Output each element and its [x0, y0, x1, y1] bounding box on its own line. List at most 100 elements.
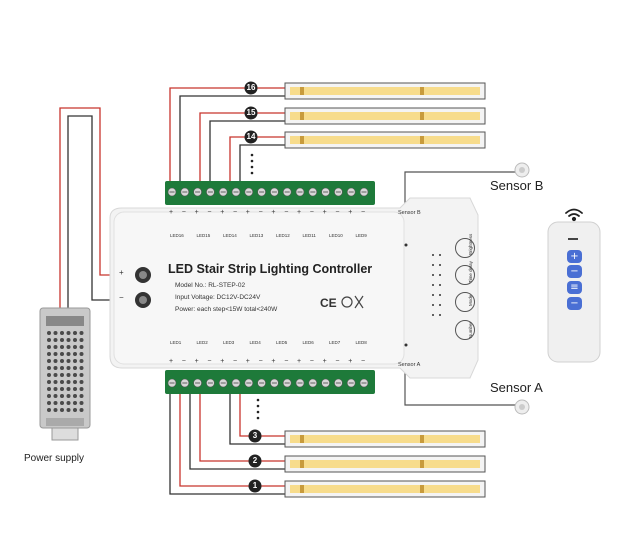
top-wires: [169, 87, 290, 185]
port-label: LED15: [196, 233, 211, 238]
polarity-label: +: [348, 209, 353, 216]
polarity-label: −: [233, 209, 238, 216]
led-strip: [284, 455, 486, 473]
polarity-label: −: [309, 358, 314, 365]
step-markers: [244, 81, 262, 493]
led-strip: [284, 480, 486, 498]
input-voltage: Input Voltage: DC12V-DC24V: [175, 294, 261, 301]
port-label: LED1: [170, 340, 182, 345]
port-label: LED13: [249, 233, 264, 238]
power-plus-label: +: [119, 268, 124, 277]
polarity-label: +: [297, 209, 302, 216]
wifi-icon: [565, 208, 583, 222]
led-strip: [284, 430, 486, 448]
port-label: LED9: [355, 233, 367, 238]
sensor-a-port-label: Sensor A: [398, 362, 421, 368]
polarity-label: +: [220, 358, 225, 365]
polarity-label: −: [233, 358, 238, 365]
sensor-a-icon: [514, 399, 530, 415]
led-strip: [284, 107, 486, 125]
step-number: 3: [252, 431, 258, 440]
step-number: 15: [246, 108, 256, 117]
polarity-label: −: [335, 209, 340, 216]
port-label: LED12: [276, 233, 290, 238]
port-label: LED4: [249, 340, 261, 345]
remote-off-button[interactable]: −: [567, 297, 582, 310]
polarity-label: −: [361, 358, 366, 365]
step-marker: [244, 106, 258, 120]
polarity-label: −: [284, 209, 289, 216]
step-marker: [248, 429, 262, 443]
step-number: 2: [252, 456, 258, 465]
number-button[interactable]: [455, 320, 475, 340]
led-strip: [284, 82, 486, 100]
certification-marks: CE: [320, 295, 364, 310]
port-label: LED8: [355, 340, 367, 345]
polarity-label: +: [169, 209, 174, 216]
polarity-label: +: [322, 358, 327, 365]
remote-plus-button[interactable]: +: [567, 250, 582, 263]
port-label: LED7: [329, 340, 341, 345]
power-supply-label: Power supply: [24, 453, 85, 464]
brightness-label: Brightness: [468, 233, 473, 255]
polarity-label: −: [335, 358, 340, 365]
port-label: LED14: [223, 233, 237, 238]
remote-minus-button[interactable]: −: [567, 265, 582, 278]
sensor-a-label: Sensor A: [490, 380, 543, 395]
remote-menu-button[interactable]: ≡: [567, 281, 582, 294]
polarity-label: +: [194, 358, 199, 365]
step-marker: [244, 81, 258, 95]
continuation-dots: [250, 153, 260, 420]
time-delay-label: Time delay: [468, 261, 473, 283]
power-minus-label: −: [119, 293, 124, 302]
step-number: 16: [246, 83, 256, 92]
power-terminals: [135, 267, 151, 308]
led-strips: [284, 82, 486, 498]
port-label: LED11: [302, 233, 316, 238]
polarity-label: −: [361, 209, 366, 216]
polarity-label: +: [297, 358, 302, 365]
polarity-label: −: [207, 209, 212, 216]
svg-text:CE: CE: [320, 296, 337, 310]
indicator-leds: [404, 243, 441, 347]
bottom-wires: [169, 385, 290, 495]
time-delay-button[interactable]: [455, 265, 475, 285]
polarity-label: −: [258, 358, 263, 365]
polarity-label: −: [207, 358, 212, 365]
polarity-label: −: [181, 209, 186, 216]
number-label: Number: [468, 321, 473, 338]
port-label: LED10: [329, 233, 343, 238]
polarity-label: +: [348, 358, 353, 365]
power-supply-unit: [39, 307, 91, 441]
bottom-terminal-block: [165, 370, 375, 394]
controller-body: [109, 197, 479, 379]
polarity-label: +: [322, 209, 327, 216]
brightness-button[interactable]: [455, 238, 475, 258]
polarity-label: +: [169, 358, 174, 365]
polarity-label: −: [258, 209, 263, 216]
port-label: LED3: [223, 340, 235, 345]
polarity-label: +: [245, 209, 250, 216]
sensor-b-icon: [514, 162, 530, 178]
controller-title: LED Stair Strip Lighting Controller: [168, 262, 373, 276]
polarity-label: −: [284, 358, 289, 365]
polarity-label: +: [220, 209, 225, 216]
port-label: LED16: [170, 233, 184, 238]
polarity-label: −: [181, 358, 186, 365]
led-strip: [284, 131, 486, 149]
step-number: 14: [246, 132, 256, 141]
mode-button[interactable]: [455, 292, 475, 312]
polarity-label: −: [309, 209, 314, 216]
polarity-label: +: [271, 209, 276, 216]
step-number: 1: [252, 481, 258, 490]
step-marker: [248, 454, 262, 468]
port-label: LED5: [276, 340, 288, 345]
polarity-label: +: [271, 358, 276, 365]
step-marker: [248, 479, 262, 493]
polarity-label: +: [194, 209, 199, 216]
sensor-b-port-label: Sensor B: [398, 210, 421, 216]
model-number: Model No.: RL-STEP-02: [175, 282, 246, 289]
sensor-b-label: Sensor B: [490, 178, 544, 193]
port-label: LED2: [196, 340, 208, 345]
